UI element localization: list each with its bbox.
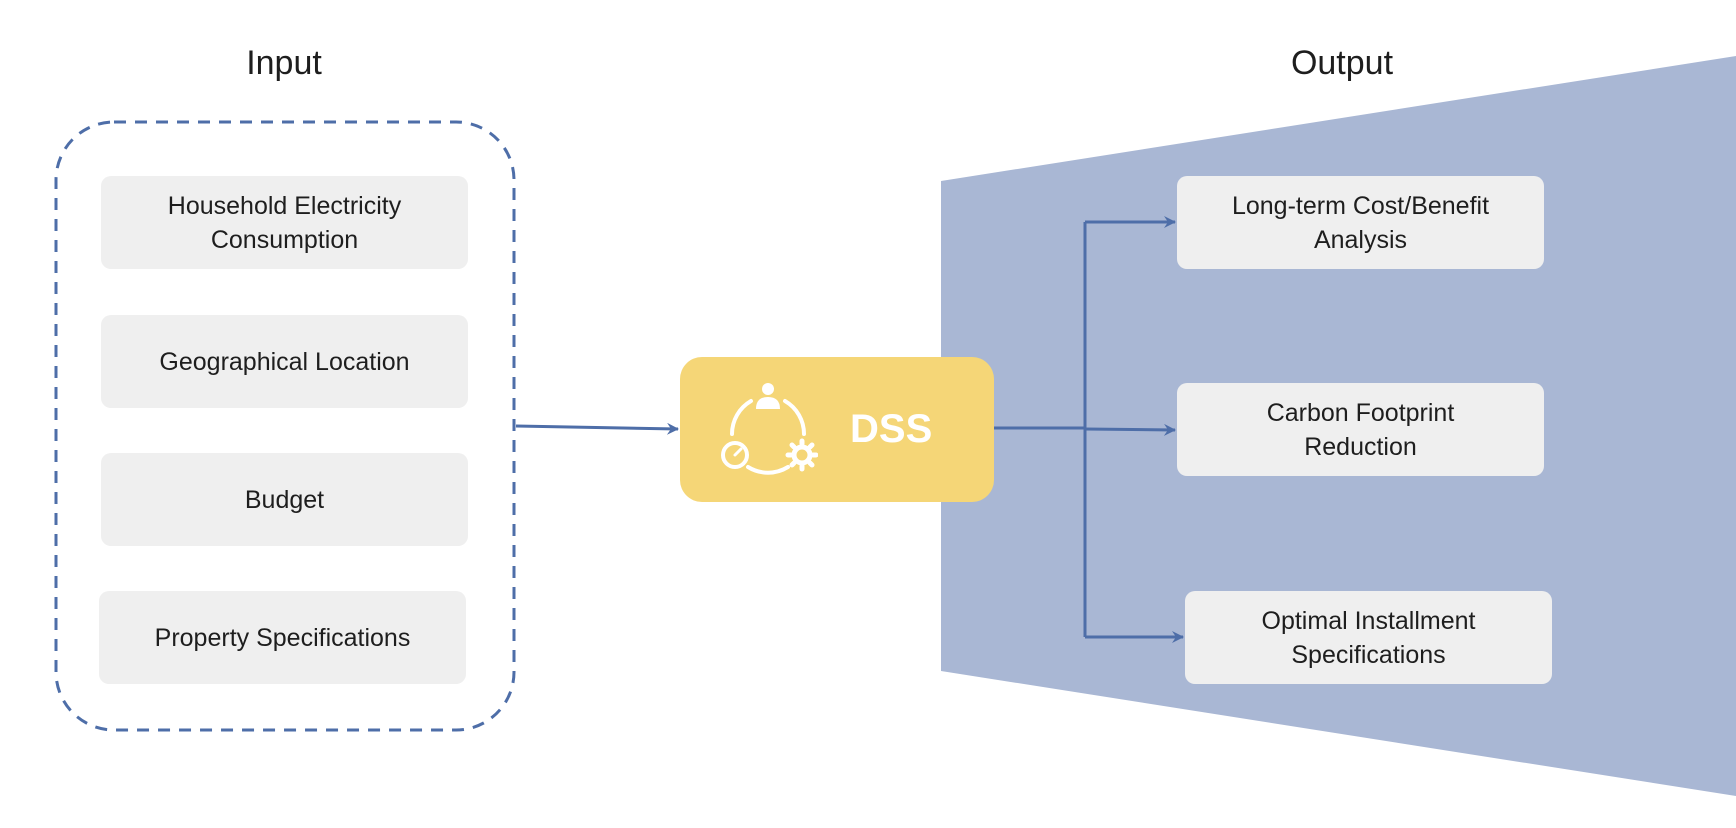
input-item-property-specifications: Property Specifications: [99, 591, 466, 684]
output-item-cost-benefit-analysis: Long-term Cost/Benefit Analysis: [1177, 176, 1544, 269]
output-item-label: Long-term Cost/Benefit Analysis: [1231, 191, 1490, 254]
input-item-label: Budget: [244, 485, 325, 514]
dss-label: DSS: [850, 407, 933, 451]
user-gear-gauge-cycle-icon: [721, 383, 818, 475]
input-title: Input: [246, 44, 322, 82]
output-item-carbon-footprint-reduction: Carbon Footprint Reduction: [1177, 383, 1544, 476]
arrow-to-carbon-footprint: [1084, 423, 1176, 436]
input-to-dss-arrow: [515, 422, 679, 435]
dss-box: DSS: [680, 357, 994, 502]
input-item-label: Geographical Location: [159, 347, 410, 376]
input-item-budget: Budget: [101, 453, 468, 546]
output-item-label: Carbon Footprint Reduction: [1266, 398, 1455, 461]
input-item-electricity-consumption: Household Electricity Consumption: [101, 176, 468, 269]
output-title: Output: [1290, 44, 1394, 82]
input-item-label: Property Specifications: [154, 623, 411, 652]
input-dashed-container: [54, 120, 516, 732]
input-item-label: Household Electricity Consumption: [167, 191, 402, 254]
output-item-installment-specifications: Optimal Installment Specifications: [1185, 591, 1552, 684]
output-item-label: Optimal Installment Specifications: [1261, 606, 1476, 669]
input-item-geographical-location: Geographical Location: [101, 315, 468, 408]
